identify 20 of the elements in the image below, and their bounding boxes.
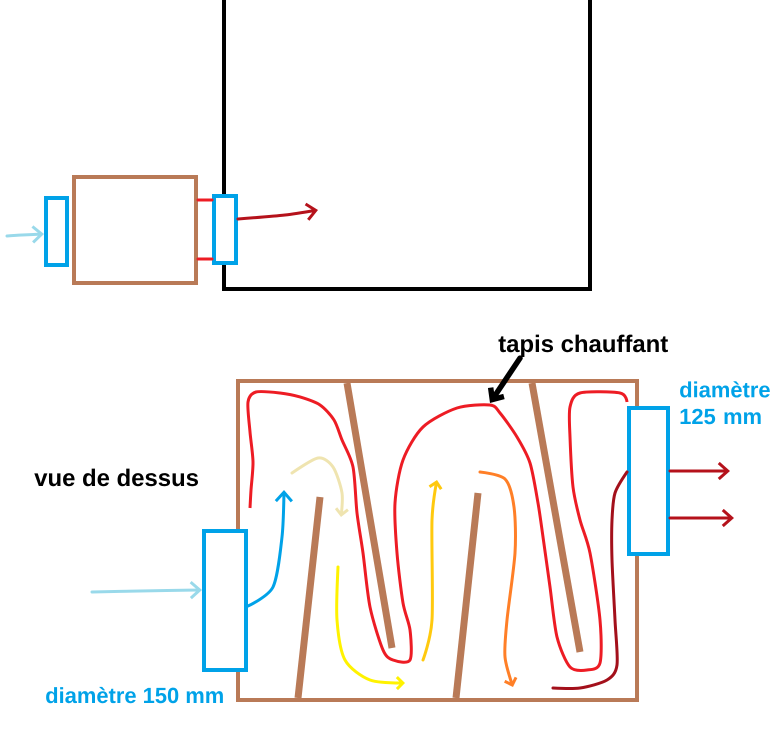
airflow-arrow — [668, 462, 730, 480]
heater-box — [72, 175, 198, 285]
airflow-line — [552, 470, 628, 690]
enclosure-box — [222, 0, 592, 291]
airflow-arrow — [6, 225, 44, 244]
diameter-label: diamètre 150 mm — [46, 686, 223, 704]
airflow-arrow — [236, 202, 318, 221]
callout-label: tapis chauffant — [498, 334, 668, 357]
airflow-arrow — [246, 490, 293, 608]
duct-flange — [627, 406, 670, 556]
duct-flange — [202, 529, 248, 672]
connector-line — [196, 198, 214, 202]
leader-arrow — [488, 355, 523, 403]
diameter-label: diamètre 125 mm — [680, 381, 770, 424]
view-label: vue de dessus — [34, 468, 198, 486]
duct-flange — [44, 196, 69, 267]
connector-line — [196, 258, 214, 260]
airflow-arrow — [90, 581, 202, 600]
duct-flange — [212, 194, 238, 265]
airflow-arrow — [668, 508, 734, 528]
